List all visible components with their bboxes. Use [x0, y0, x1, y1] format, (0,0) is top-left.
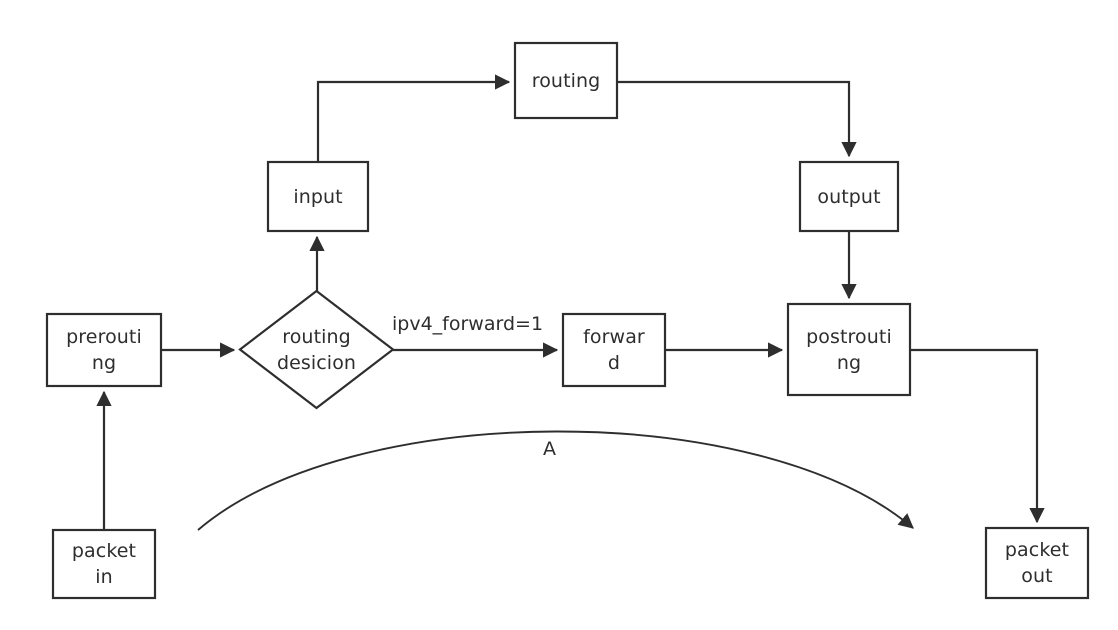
node-routing[interactable]	[513, 41, 619, 120]
edge-routing-to-output	[617, 80, 857, 158]
node-routing-decision[interactable]	[238, 289, 395, 410]
node-forward[interactable]	[561, 312, 667, 388]
node-packet-in[interactable]	[51, 528, 157, 600]
node-input[interactable]	[266, 160, 370, 233]
edge-curve-a-overall-flow	[197, 430, 914, 531]
node-postrouting[interactable]	[786, 302, 912, 397]
node-prerouting[interactable]	[45, 312, 163, 388]
edge-postrouting-to-packet-out	[910, 348, 1045, 524]
node-packet-out[interactable]	[984, 526, 1090, 600]
edge-input-to-routing	[316, 74, 511, 162]
node-output[interactable]	[798, 160, 900, 233]
